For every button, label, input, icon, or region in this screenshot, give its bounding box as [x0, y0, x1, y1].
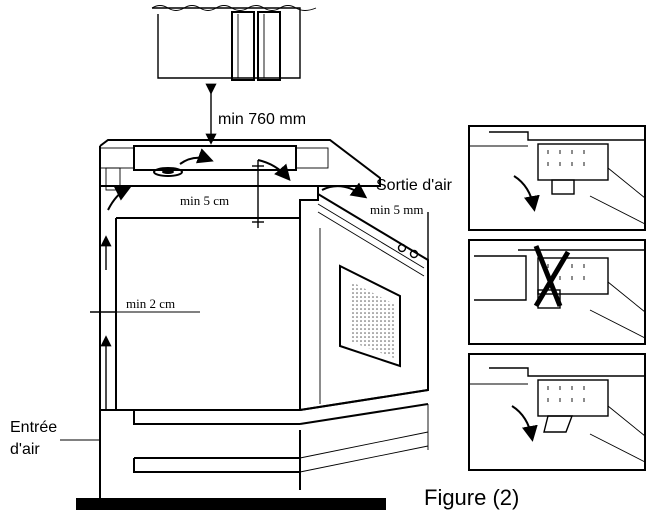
- label-min-760: min 760 mm: [218, 111, 306, 128]
- inset-correct-top: [468, 125, 646, 231]
- airflow-arrows: [100, 148, 368, 410]
- label-min-2cm: min 2 cm: [126, 296, 175, 311]
- hob-burner: [153, 167, 183, 177]
- inset-correct-bottom: [468, 353, 646, 471]
- insulation-right: [295, 147, 329, 169]
- label-min-5mm: min 5 mm: [370, 202, 423, 217]
- label-min-5cm: min 5 cm: [180, 193, 229, 208]
- figure-caption: Figure (2): [424, 485, 519, 510]
- gap-5cm-dimension: [252, 160, 264, 228]
- inset-incorrect-middle: [468, 239, 646, 345]
- insulation-left: [99, 147, 135, 169]
- label-entree-line2: d'air: [10, 441, 40, 458]
- floor: [76, 498, 386, 510]
- label-sortie-air: Sortie d'air: [376, 177, 453, 194]
- label-entree-line1: Entrée: [10, 419, 57, 436]
- plinth: [133, 389, 429, 490]
- worktop: [99, 139, 381, 191]
- oven-body: [115, 186, 429, 411]
- range-hood: [151, 5, 317, 81]
